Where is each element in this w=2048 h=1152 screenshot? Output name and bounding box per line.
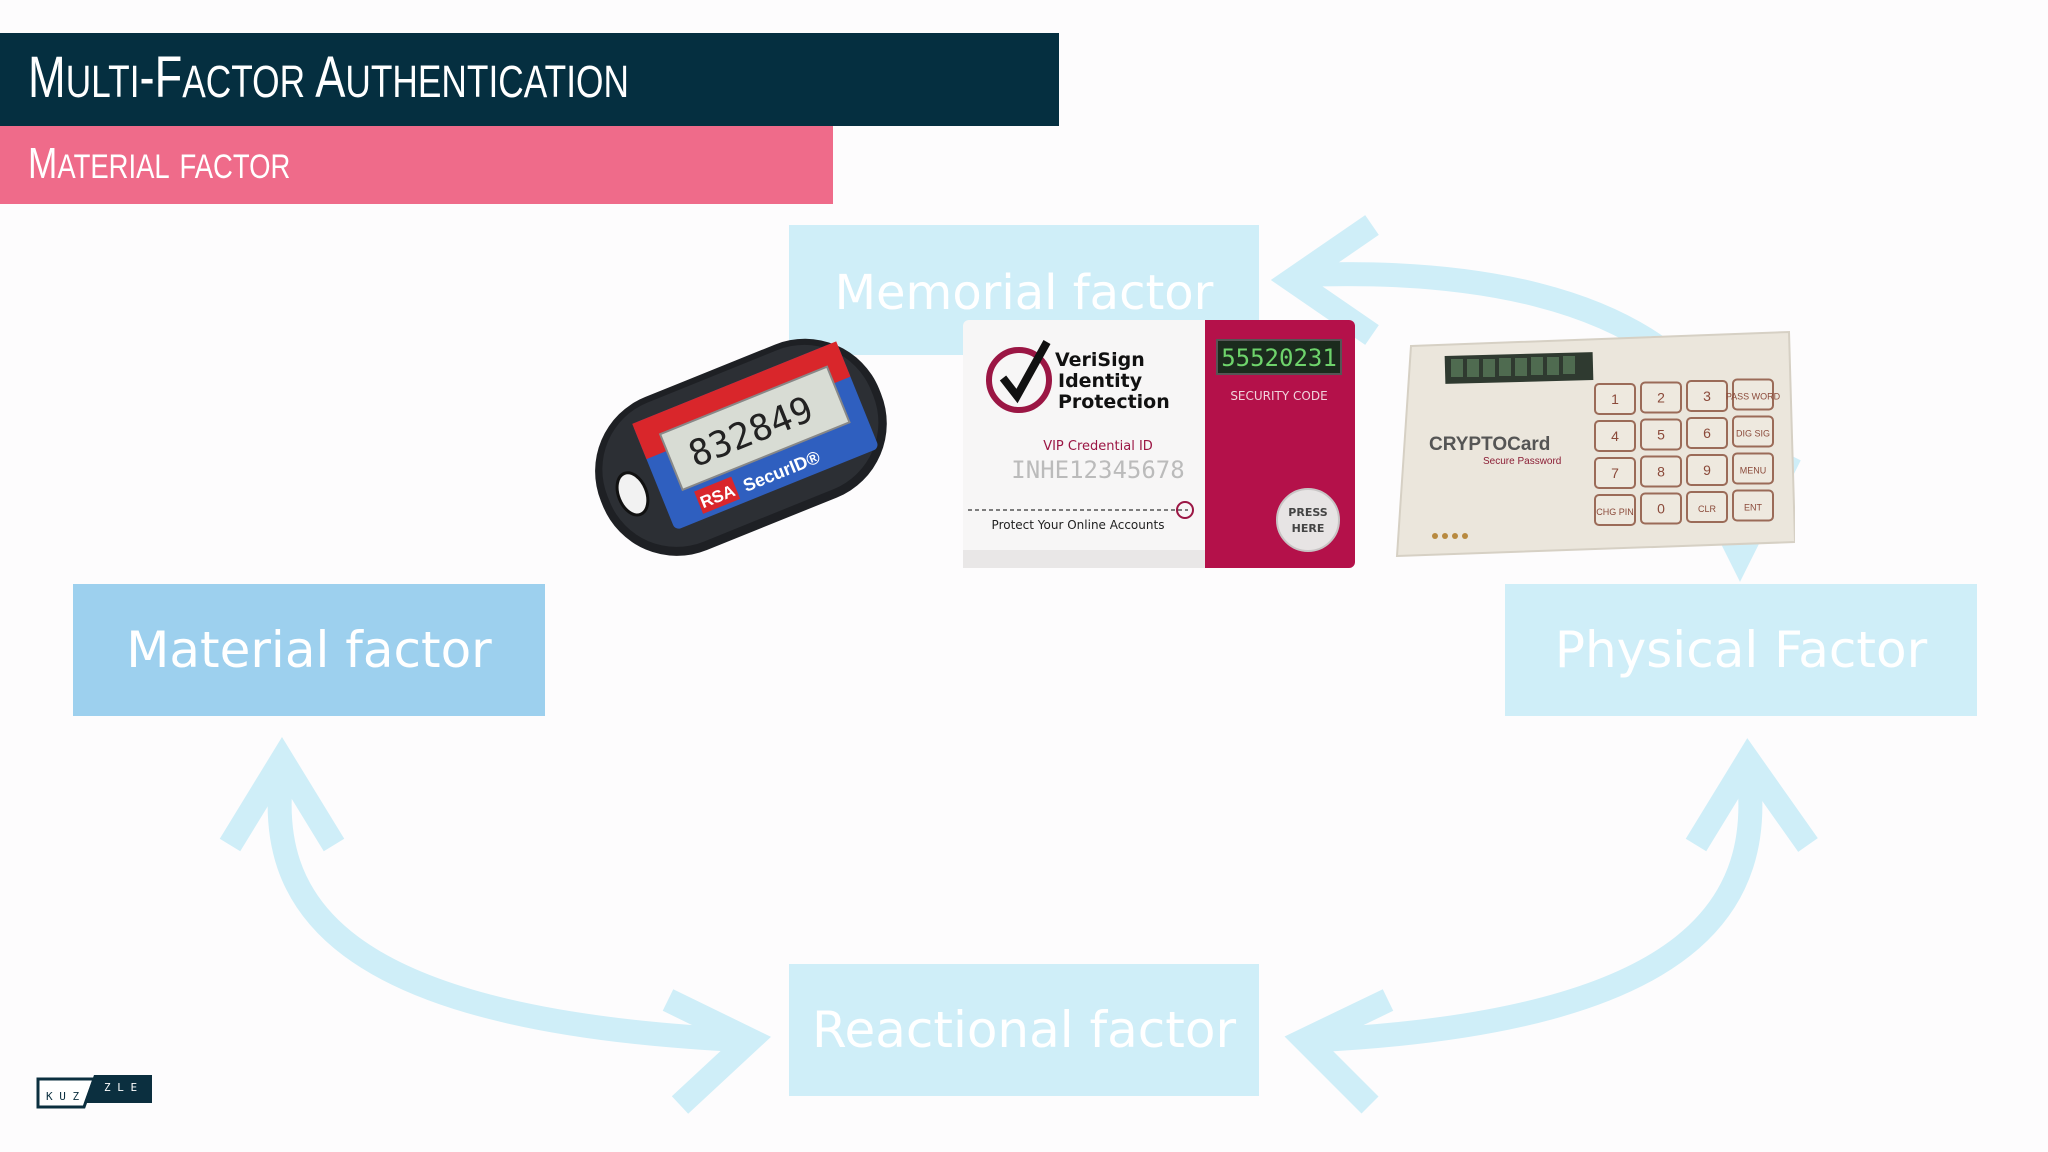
arrowhead-left-bottom bbox=[1305, 1000, 1388, 1105]
verisign-card-image: VeriSign Identity Protection 55520231 SE… bbox=[963, 320, 1355, 568]
keypad-key-label: 9 bbox=[1703, 462, 1711, 478]
cryptocard-image: CRYPTOCard Secure Password 1 2 3 PASS WORD 4… bbox=[1393, 328, 1795, 560]
credential-label: VIP Credential ID bbox=[1043, 439, 1153, 454]
kuzzle-logo: K U Z Z L E bbox=[36, 1073, 156, 1113]
verisign-display: 55520231 bbox=[1221, 344, 1337, 372]
keypad-key-label: CHG PIN bbox=[1596, 507, 1634, 517]
keypad-key-label: 0 bbox=[1657, 501, 1665, 517]
keypad-key-label: 2 bbox=[1657, 390, 1665, 406]
verisign-tagline: Protect Your Online Accounts bbox=[992, 518, 1165, 532]
physical-factor-box: Physical Factor bbox=[1505, 584, 1977, 716]
cryptocard-brand: CRYPTOCard bbox=[1429, 434, 1550, 455]
keypad-key-label: 6 bbox=[1703, 425, 1711, 441]
reactional-factor-box: Reactional factor bbox=[789, 964, 1259, 1096]
keypad-key-label: PASS WORD bbox=[1726, 392, 1781, 402]
physical-factor-label: Physical Factor bbox=[1555, 621, 1927, 679]
keypad-key-label: 8 bbox=[1657, 464, 1665, 480]
keypad-key-label: 1 bbox=[1611, 391, 1619, 407]
logo-right-text: Z L E bbox=[104, 1081, 137, 1094]
press-label: PRESS bbox=[1288, 506, 1327, 519]
keypad-key-label: DIG SIG bbox=[1736, 429, 1770, 439]
rsa-securid-token-image: 832849 RSA SecurID® bbox=[570, 305, 910, 585]
keypad-key-label: 4 bbox=[1611, 428, 1619, 444]
credential-id: INHE12345678 bbox=[1011, 456, 1184, 484]
here-label: HERE bbox=[1292, 522, 1325, 535]
keypad-key-label: 7 bbox=[1611, 465, 1619, 481]
logo-left-text: K U Z bbox=[46, 1090, 79, 1103]
material-factor-label: Material factor bbox=[126, 621, 492, 679]
keypad-key-label: CLR bbox=[1698, 504, 1717, 514]
verisign-protection: Protection bbox=[1058, 391, 1170, 413]
verisign-brand: VeriSign bbox=[1055, 349, 1145, 371]
verisign-identity: Identity bbox=[1058, 370, 1143, 392]
keypad-key-label: ENT bbox=[1744, 503, 1763, 513]
security-code-label: SECURITY CODE bbox=[1230, 389, 1327, 403]
cryptocard-subbrand: Secure Password bbox=[1483, 456, 1561, 467]
keypad-key-label: 5 bbox=[1657, 427, 1665, 443]
reactional-factor-label: Reactional factor bbox=[812, 1001, 1236, 1059]
keypad-key-label: 3 bbox=[1703, 388, 1711, 404]
material-factor-box: Material factor bbox=[73, 584, 545, 716]
arrowhead-right-bottom bbox=[668, 1000, 750, 1105]
keypad-key-label: MENU bbox=[1740, 466, 1767, 476]
